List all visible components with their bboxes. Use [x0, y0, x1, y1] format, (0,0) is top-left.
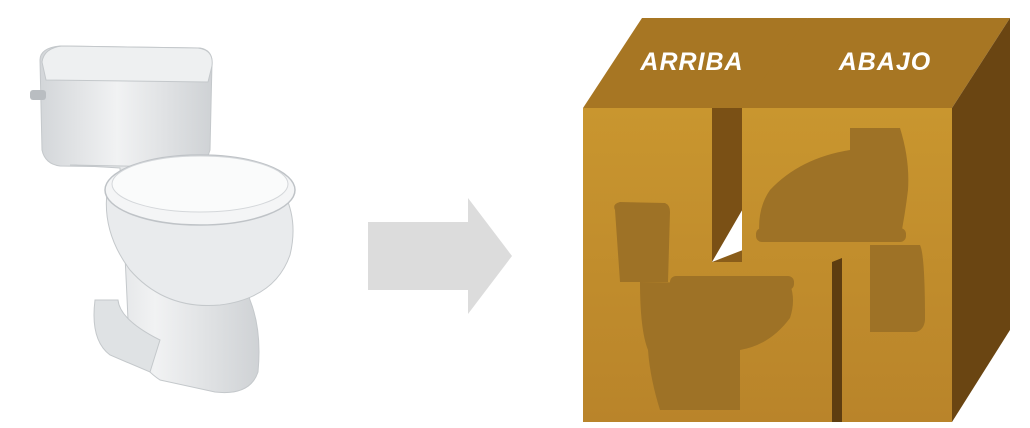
shipping-boxes-icon: ARRIBA ABAJO	[583, 18, 1010, 422]
toilet-icon	[30, 46, 295, 393]
right-arrow-icon	[368, 198, 512, 314]
box-label-abajo: ABAJO	[838, 48, 932, 76]
box-label-arriba: ARRIBA	[639, 48, 743, 76]
